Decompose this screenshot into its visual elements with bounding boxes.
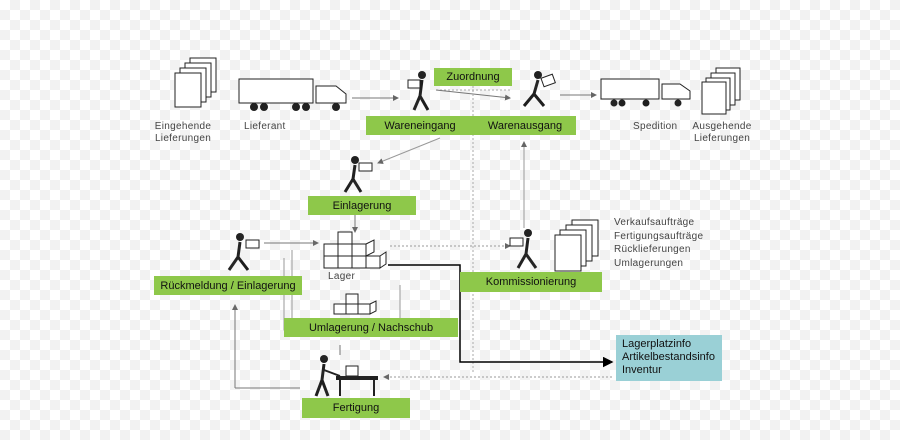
umlagerung-box: Umlagerung / Nachschub	[284, 318, 458, 337]
order-types-list: Verkaufsaufträge Fertigungsaufträge Rück…	[614, 216, 703, 270]
order-type-item: Verkaufsaufträge	[614, 217, 695, 228]
shipping-worker-icon	[516, 70, 560, 115]
incoming-documents-icon	[172, 56, 224, 117]
outgoing-documents-icon	[700, 66, 748, 123]
wareneingang-box: Wareneingang	[366, 116, 474, 135]
carrier-label: Spedition	[633, 121, 678, 132]
supplier-truck-icon	[238, 78, 350, 119]
storage-worker-icon	[340, 155, 376, 200]
receiving-worker-icon	[404, 70, 436, 119]
order-type-item: Rücklieferungen	[614, 244, 691, 255]
order-documents-icon	[552, 218, 604, 279]
supplier-label: Lieferant	[244, 121, 286, 132]
stock-info-box: Lagerplatzinfo Artikelbestandsinfo Inven…	[616, 335, 722, 381]
picking-worker-icon	[506, 228, 546, 277]
kommissionierung-box: Kommissionierung	[460, 272, 602, 292]
order-type-item: Fertigungsaufträge	[614, 230, 704, 242]
outgoing-deliveries-label: Ausgehende Lieferungen	[692, 121, 752, 144]
incoming-deliveries-label: Eingehende Lieferungen	[154, 121, 212, 144]
fertigung-box: Fertigung	[302, 398, 410, 418]
relocation-boxes-icon	[332, 292, 378, 323]
return-worker-icon	[226, 232, 264, 279]
rueckmeldung-box: Rückmeldung / Einlagerung	[154, 276, 302, 295]
production-worker-icon	[310, 354, 384, 405]
warehouse-boxes-icon	[320, 228, 388, 277]
einlagerung-box: Einlagerung	[308, 196, 416, 215]
zuordnung-box: Zuordnung	[434, 68, 512, 86]
warenausgang-box: Warenausgang	[474, 116, 576, 135]
carrier-truck-icon	[600, 78, 694, 115]
warehouse-label: Lager	[328, 271, 356, 282]
order-type-item: Umlagerungen	[614, 257, 684, 269]
